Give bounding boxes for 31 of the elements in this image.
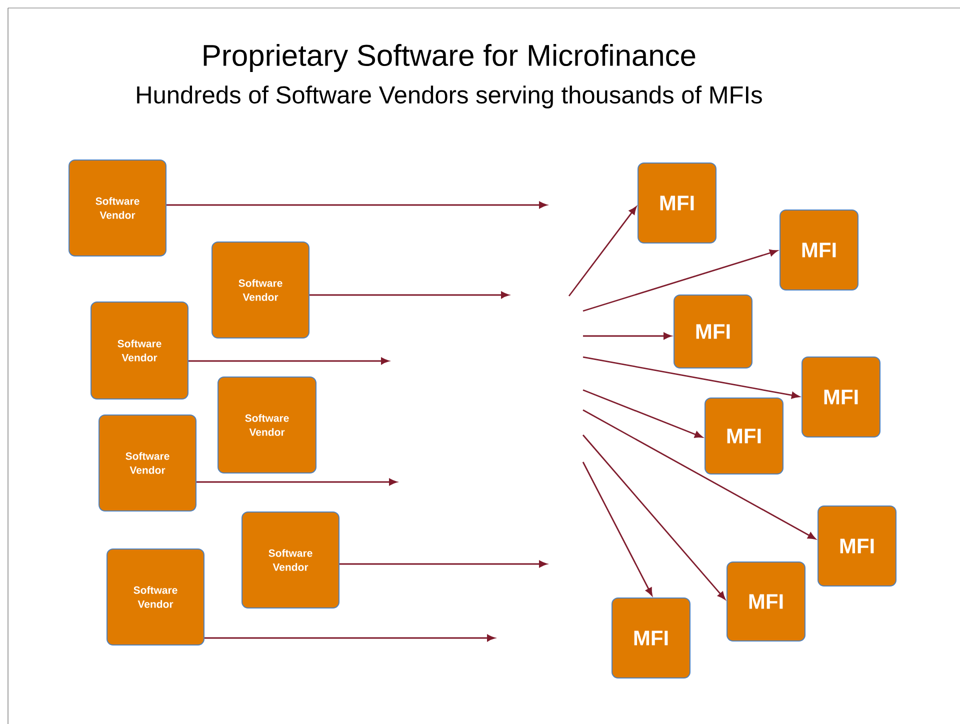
vendor-box: Software Vendor bbox=[212, 242, 310, 338]
arrow bbox=[582, 389, 703, 438]
arrow bbox=[188, 358, 389, 364]
arrow bbox=[568, 206, 637, 296]
vendor-box: Software Vendor bbox=[98, 414, 196, 512]
arrow bbox=[582, 462, 652, 596]
mfi-box: MFI bbox=[780, 210, 858, 290]
title: Proprietary Software for Microfinance bbox=[204, 44, 696, 72]
vendor-box: Software Vendor bbox=[68, 160, 166, 256]
arrow bbox=[582, 434, 726, 600]
arrow bbox=[582, 409, 816, 540]
mfi-box: MFI bbox=[802, 356, 880, 438]
arrow bbox=[582, 356, 800, 399]
mfi-box: MFI bbox=[612, 598, 690, 678]
arrow bbox=[340, 560, 547, 568]
arrow bbox=[204, 634, 495, 642]
mfi-box: MFI bbox=[818, 506, 896, 586]
mfi-box: MFI bbox=[726, 562, 806, 642]
mfi-box: MFI bbox=[638, 162, 716, 244]
subtitle: Hundreds of Software Vendors serving thousands of MFIs bbox=[137, 86, 762, 108]
vendor-box: Software Vendor bbox=[218, 376, 316, 474]
arrow bbox=[166, 202, 547, 208]
arrow bbox=[310, 292, 509, 298]
vendor-box: Software Vendor bbox=[242, 512, 340, 608]
mfi-box: MFI bbox=[674, 294, 752, 368]
mfi-box: MFI bbox=[704, 398, 784, 474]
vendor-box: Software Vendor bbox=[90, 302, 188, 400]
arrow bbox=[196, 478, 397, 486]
arrow bbox=[582, 249, 778, 312]
arrow bbox=[583, 332, 672, 340]
vendor-box: Software Vendor bbox=[106, 548, 204, 646]
